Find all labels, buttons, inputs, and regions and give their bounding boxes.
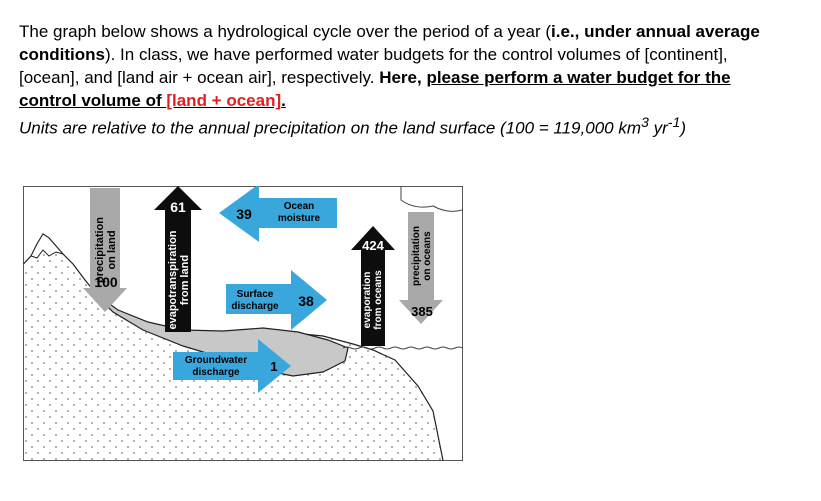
units-line: Units are relative to the annual precipi… — [19, 112, 809, 140]
control-volume-highlight: [land + ocean] — [166, 91, 282, 110]
ocean-moisture-value: 39 — [236, 206, 252, 222]
surface-discharge-value: 38 — [298, 293, 314, 309]
q-bold: Here, — [379, 68, 427, 87]
groundwater-discharge-label-1: Groundwater — [185, 355, 247, 366]
hydrological-cycle-diagram: precipitation on land 100 61 evapotransp… — [23, 186, 463, 461]
units-text: ) — [680, 118, 687, 138]
q-text: The graph below shows a hydrological cyc… — [19, 22, 552, 41]
ocean-surface — [342, 346, 463, 350]
ocean-moisture-label-1: Ocean — [284, 201, 315, 212]
precip-land-label-1: precipitation — [94, 217, 106, 283]
groundwater-discharge-label-2: discharge — [192, 367, 240, 378]
q-bold-underlined: control volume of — [19, 91, 167, 110]
precip-land-arrow: precipitation on land 100 — [83, 188, 127, 312]
units-superscript: -1 — [667, 115, 681, 131]
ocean-moisture-arrow: 39 Ocean moisture — [219, 186, 337, 242]
ocean-moisture-label-2: moisture — [278, 213, 321, 224]
precip-land-value: 100 — [94, 274, 118, 290]
question-line-2: conditions). In class, we have performed… — [19, 43, 809, 66]
surface-discharge-label-1: Surface — [237, 289, 274, 300]
precip-oceans-label-1: precipitation — [411, 226, 422, 286]
surface-discharge-arrow: Surface discharge 38 — [226, 270, 327, 330]
q-text: [ocean], and [land air + ocean air], res… — [19, 68, 380, 87]
units-superscript: 3 — [641, 115, 649, 131]
groundwater-discharge-arrow: Groundwater discharge 1 — [173, 339, 291, 393]
evaporation-oceans-label-1: evaporation — [362, 272, 373, 329]
q-text: ). In class, we have performed water bud… — [104, 45, 728, 64]
precip-oceans-value: 385 — [411, 304, 433, 319]
evaporation-oceans-label-2: from oceans — [373, 270, 384, 330]
evapotranspiration-value: 61 — [170, 199, 186, 215]
q-period: . — [281, 91, 286, 110]
q-bold: i.e., under annual average — [551, 22, 760, 41]
question-line-1: The graph below shows a hydrological cyc… — [19, 20, 809, 43]
precip-oceans-label-2: on oceans — [422, 231, 433, 281]
evaporation-oceans-value: 424 — [362, 238, 384, 253]
evaporation-oceans-arrow: 424 evaporation from oceans — [351, 226, 395, 346]
question-line-3: [ocean], and [land air + ocean air], res… — [19, 66, 809, 89]
precip-land-label-2: on land — [106, 230, 118, 269]
units-text: yr — [648, 118, 668, 138]
units-text: Units are relative to the annual precipi… — [19, 118, 641, 138]
evapotranspiration-label-2: from land — [179, 255, 191, 305]
question-text: The graph below shows a hydrological cyc… — [19, 20, 809, 140]
precip-oceans-arrow: precipitation on oceans 385 — [399, 212, 443, 324]
mountain-snowcap — [30, 233, 65, 259]
q-bold: conditions — [19, 45, 105, 64]
cloud-outline — [400, 186, 463, 212]
evapotranspiration-arrow: 61 evapotranspiration from land — [154, 186, 202, 332]
groundwater-discharge-value: 1 — [270, 359, 277, 374]
question-line-4: control volume of [land + ocean]. — [19, 89, 809, 112]
evapotranspiration-label-1: evapotranspiration — [167, 230, 179, 329]
surface-discharge-label-2: discharge — [231, 301, 279, 312]
q-bold-underlined: please perform a water budget for the — [426, 68, 731, 87]
